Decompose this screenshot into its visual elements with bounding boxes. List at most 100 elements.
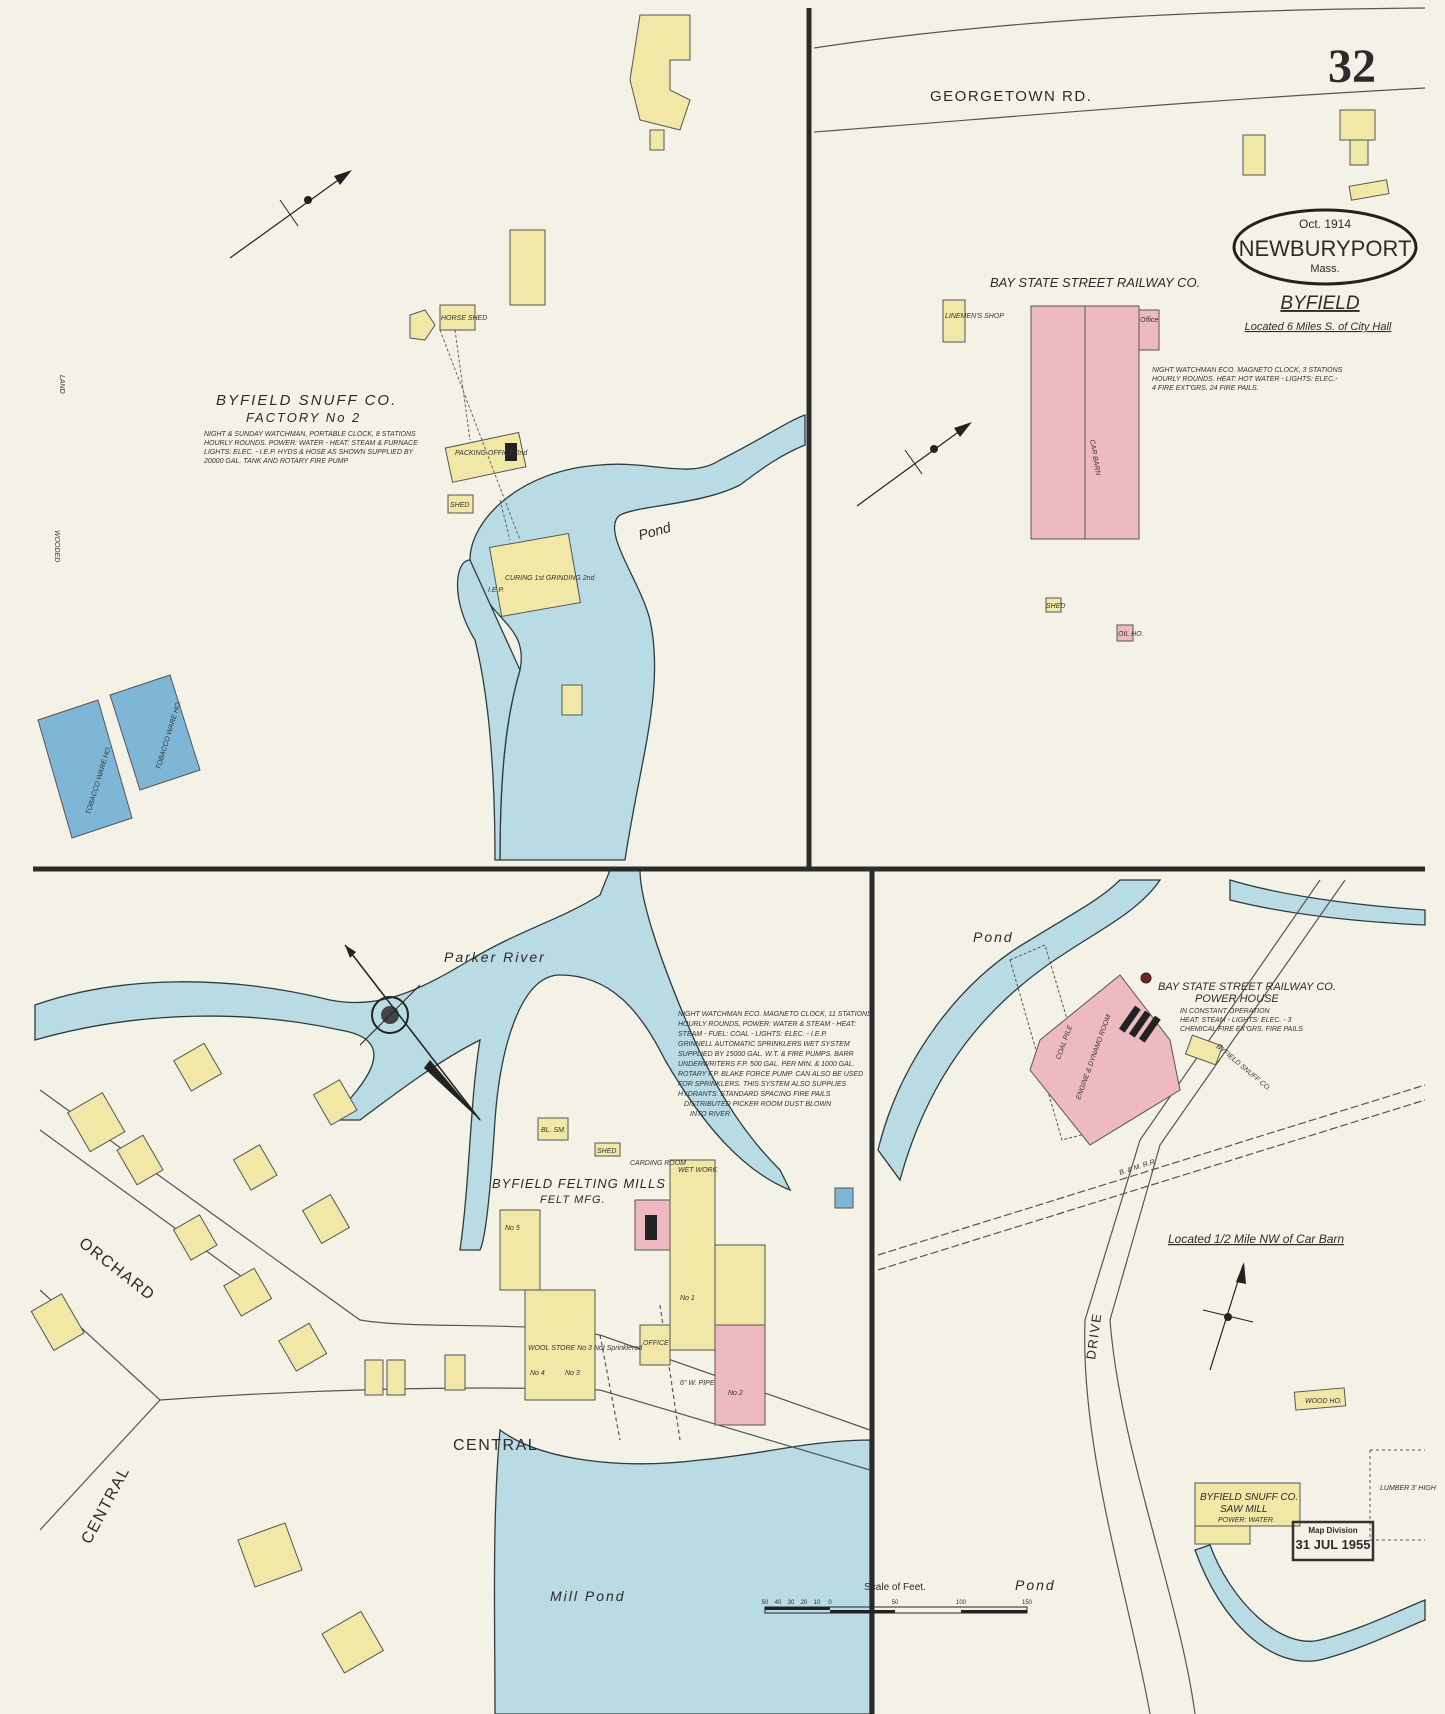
note-line: HEAT: STEAM - LIGHTS: ELEC. - 3	[1180, 1017, 1291, 1024]
wood-house	[1293, 1387, 1347, 1411]
shed-building	[1348, 179, 1390, 201]
lumber-label: LUMBER 3' HIGH	[1380, 1485, 1437, 1492]
note-line: IN CONSTANT OPERATION	[1180, 1008, 1271, 1015]
drive-west-edge	[1084, 879, 1321, 1714]
note-line: HYDRANTS. STANDARD SPACING FIRE PAILS	[678, 1091, 831, 1098]
panel-upper-left: BYFIELD SNUFF CO. FACTORY No 2 NIGHT & S…	[37, 14, 691, 839]
panel-lower-right: BAY STATE STREET RAILWAY CO. POWER HOUSE…	[877, 879, 1437, 1714]
dwelling-building	[1349, 139, 1369, 166]
saw-mill-wing	[1194, 1525, 1251, 1545]
mill-pond	[493, 1428, 871, 1714]
pond-label-bottom: Pond	[1015, 1577, 1056, 1593]
building-label: WOOL STORE No 3 Not Sprinklered	[528, 1345, 643, 1352]
lower-right-pond-top	[877, 879, 1162, 1182]
building-label: No 5	[505, 1225, 520, 1232]
railway-title: BAY STATE STREET RAILWAY CO.	[990, 275, 1200, 290]
north-arrow-icon	[229, 170, 352, 259]
linemens-shop	[942, 299, 966, 343]
scale-title: Scale of Feet.	[864, 1582, 926, 1593]
chimney	[1140, 972, 1152, 984]
north-arrow-icon	[856, 422, 972, 507]
note-line: NIGHT WATCHMAN ECO. MAGNETO CLOCK, 3 STA…	[1152, 367, 1343, 374]
note-line: ROTARY F.P. BLAKE FORCE PUMP. CAN ALSO B…	[678, 1071, 863, 1078]
snuff-co-title: BYFIELD SNUFF CO.	[216, 392, 397, 409]
note-line: NIGHT & SUNDAY WATCHMAN, PORTABLE CLOCK,…	[204, 431, 416, 438]
oil-house	[1116, 624, 1134, 642]
outbuilding	[649, 129, 665, 151]
mill-subtitle: FELT MFG.	[540, 1194, 606, 1206]
sheet-date: Oct. 1914	[1299, 217, 1351, 231]
building-label: No 4	[530, 1370, 545, 1377]
scale-tick-label: 0	[828, 1600, 832, 1606]
scale-bar-fill	[830, 1610, 895, 1613]
city-name: NEWBURYPORT	[1239, 236, 1412, 261]
stamp-line: Map Division	[1308, 1526, 1357, 1535]
saw-mill-subtitle: SAW MILL	[1220, 1504, 1268, 1515]
office-building	[1138, 309, 1160, 351]
saw-mill-title: BYFIELD SNUFF CO.	[1200, 1492, 1298, 1503]
parker-river-label: Parker River	[444, 949, 546, 965]
office-label: Office	[1140, 317, 1158, 324]
water-tank	[409, 309, 436, 341]
side-label: LAND	[58, 375, 65, 394]
upper-pond-river	[469, 414, 806, 861]
panel-upper-right: GEORGETOWN RD. 32 Oct. 1914 NEWBURYPORT …	[813, 7, 1426, 642]
note-line: CHEMICAL FIRE EX'GRS. FIRE PAILS	[1180, 1026, 1303, 1033]
sheet-frame	[33, 8, 1425, 1714]
small-building	[561, 684, 583, 716]
dwelling-building	[509, 229, 546, 306]
note-line: 20000 GAL. TANK AND ROTARY FIRE PUMP	[203, 458, 349, 465]
scale-tick-label: 150	[1022, 1600, 1033, 1606]
scale-tick-label: 10	[814, 1600, 821, 1606]
building-label: SHED	[1046, 603, 1065, 610]
side-label: WOODED	[53, 530, 60, 562]
georgetown-rd-north-edge	[813, 7, 1426, 49]
building-label: CARDING ROOM	[630, 1160, 686, 1167]
power-house-title: BAY STATE STREET RAILWAY CO.	[1158, 981, 1336, 993]
dwellings	[30, 1042, 466, 1674]
tobacco-warehouse-b	[109, 674, 201, 791]
pipe-label: 6" W. PIPE	[680, 1380, 715, 1387]
note-line: INTO RIVER.	[690, 1111, 732, 1118]
note-line: HOURLY ROUNDS. HEAT: HOT WATER - LIGHTS:…	[1152, 376, 1338, 383]
note-line: GRINNELL AUTOMATIC SPRINKLERS WET SYSTEM	[678, 1041, 850, 1048]
building-label: OIL HO.	[1118, 631, 1144, 638]
building-label: I.E.P.	[488, 587, 504, 594]
lower-right-stream	[1229, 879, 1426, 926]
note-line: FOR SPRINKLERS. THIS SYSTEM ALSO SUPPLIE…	[678, 1081, 847, 1088]
lower-right-tailrace	[1194, 1544, 1426, 1662]
note-line: STEAM - FUEL: COAL - LIGHTS: ELEC. - I.E…	[678, 1031, 827, 1038]
note-line: HOURLY ROUNDS, POWER: WATER & STEAM - HE…	[678, 1021, 856, 1028]
dwelling-building	[629, 14, 691, 131]
railroad	[877, 1084, 1426, 1271]
felting-mills-buildings	[499, 1117, 854, 1426]
note-line: LIGHTS: ELEC. - I.E.P. HYDS & HOSE AS SH…	[204, 449, 415, 456]
location-note: Located 6 Miles S. of City Hall	[1245, 321, 1392, 333]
building-label: HORSE SHED	[441, 315, 487, 322]
factory-subtitle: FACTORY No 2	[246, 410, 361, 425]
tobacco-warehouse-c	[37, 699, 133, 839]
building-label: No 2	[728, 1390, 743, 1397]
mill-title: BYFIELD FELTING MILLS	[492, 1176, 666, 1191]
upper-pond-inlet	[456, 559, 521, 861]
power-house-location-note: Located 1/2 Mile NW of Car Barn	[1168, 1232, 1344, 1246]
scale-bar-fill	[961, 1610, 1027, 1613]
shed-building	[447, 494, 474, 514]
saw-mill-power: POWER: WATER.	[1218, 1517, 1275, 1524]
panel-lower-left: Parker River BYFIELD FELTING MILLS FELT …	[30, 944, 872, 1674]
central-street-label: CENTRAL	[453, 1437, 538, 1454]
drive-label: DRIVE	[1083, 1312, 1104, 1361]
note-line: DISTRIBUTED PICKER ROOM DUST BLOWN	[684, 1101, 832, 1108]
snuff-co-shed	[1184, 1034, 1224, 1066]
scale-bar-fill	[765, 1607, 830, 1610]
georgetown-rd-south-edge	[813, 87, 1426, 133]
dwelling-building	[1242, 134, 1266, 176]
saw-mill-building	[1194, 1482, 1301, 1527]
building-label: SHED	[450, 502, 469, 509]
locality-name: BYFIELD	[1280, 293, 1359, 314]
mill-pond-label: Mill Pond	[550, 1588, 626, 1604]
building-label: LINEMEN'S SHOP	[945, 313, 1004, 320]
